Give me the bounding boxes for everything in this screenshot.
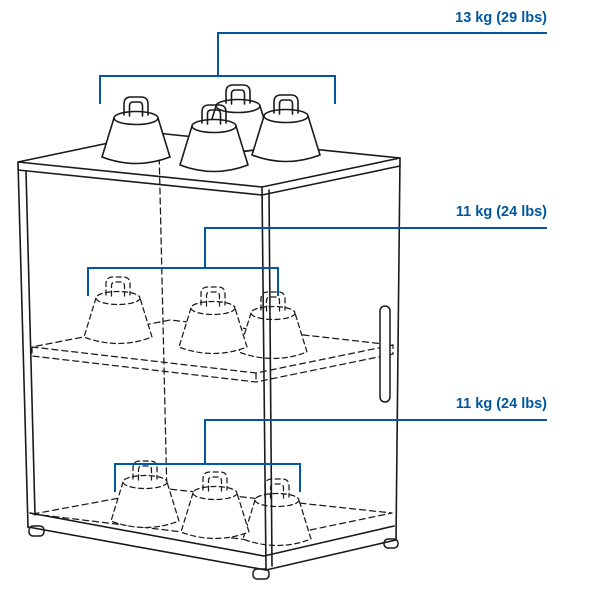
left-front-edge	[17, 161, 29, 528]
right-front-edge	[261, 186, 267, 571]
kettlebell-weight-icon	[110, 460, 180, 529]
max-load-label-bottom: 11 kg (24 lbs)	[455, 396, 547, 412]
load-leader-bottom	[204, 419, 547, 464]
door-handle	[379, 305, 391, 403]
kettlebell-weight-icon	[83, 276, 153, 345]
max-load-label-middle: 11 kg (24 lbs)	[455, 204, 547, 220]
bottom-edges	[27, 526, 397, 571]
interior-back-corner-line	[158, 147, 168, 498]
kettlebell-weight-icon	[180, 471, 250, 540]
kettlebell-weight-icon	[251, 94, 321, 163]
annotation-lines	[87, 32, 547, 492]
load-bracket-top	[99, 75, 336, 104]
kettlebell-weight-icon	[238, 291, 308, 360]
max-load-label-top: 13 kg (29 lbs)	[455, 10, 547, 26]
load-bracket-middle	[87, 267, 279, 296]
load-leader-top	[217, 32, 547, 76]
left-inner-edge	[25, 170, 36, 516]
plinth-line	[29, 512, 395, 557]
load-bracket-bottom	[114, 463, 301, 492]
top-weights	[101, 84, 321, 173]
load-leader-middle	[204, 227, 547, 268]
kettlebell-weight-icon	[101, 96, 171, 165]
right-inner-edge	[268, 189, 273, 567]
back-right-edge	[395, 157, 401, 541]
kettlebell-weight-icon	[178, 286, 248, 355]
shelf-weights	[83, 276, 308, 360]
